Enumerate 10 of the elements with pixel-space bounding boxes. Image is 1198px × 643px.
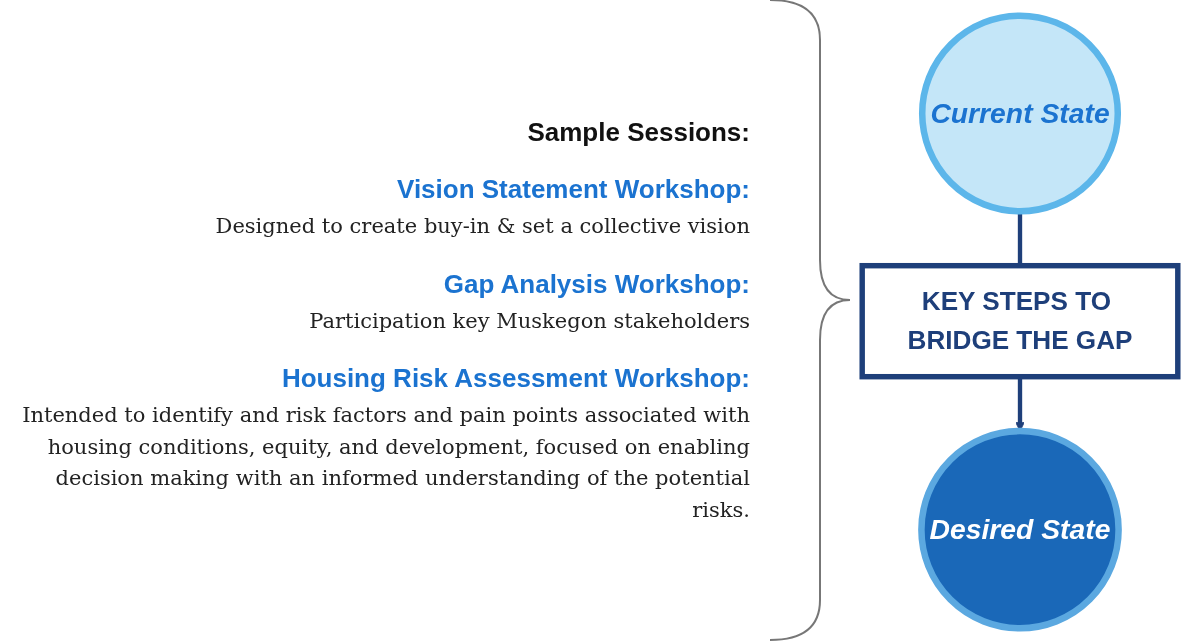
node-circle: Current State bbox=[918, 11, 1122, 215]
workshop-description: Designed to create buy-in & set a collective vision bbox=[215, 213, 750, 240]
workshop-description: Participation key Muskegon stakeholders bbox=[309, 307, 750, 335]
workshop-title: Vision Statement Workshop: bbox=[396, 174, 750, 205]
workshop-title: Gap Analysis Workshop: bbox=[442, 268, 750, 300]
node-box: KEY STEPS TO BRIDGE THE GAP bbox=[859, 262, 1181, 379]
workshop-title: Housing Risk Assessment Workshop: bbox=[280, 363, 750, 394]
workshop-description: Intended to identify and risk factors and pain points associated with housing conditions, equity, and development, focused on enabling decision making with an informed understanding of the potential risks. bbox=[21, 402, 750, 524]
section-heading: Sample Sessions: bbox=[526, 117, 750, 148]
node-circle: Desired State bbox=[918, 427, 1122, 632]
